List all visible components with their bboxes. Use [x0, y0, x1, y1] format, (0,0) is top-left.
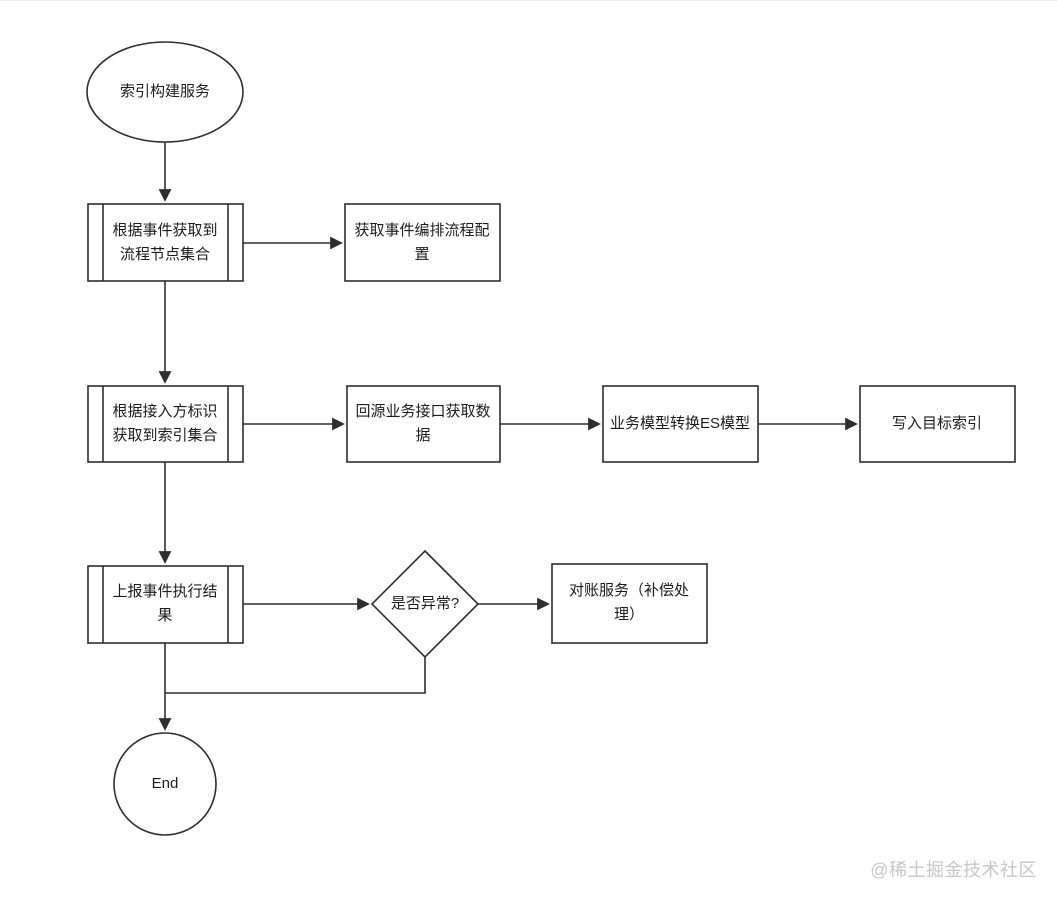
node-get-flow-nodes-shape [87, 203, 244, 282]
node-reconciliation-service-shape [551, 563, 708, 644]
node-reconciliation-service-label: 对账服务（补偿处理） [568, 582, 689, 623]
node-write-target-index-shape [859, 385, 1016, 463]
watermark-text: @稀土掘金技术社区 [870, 860, 1037, 880]
end-circle-shape [113, 732, 217, 836]
end-circle-label: End [151, 775, 179, 792]
decision-diamond-label: 是否异常? [390, 595, 460, 612]
node-get-orchestration-config-label: 获取事件编排流程配置 [354, 222, 490, 263]
start-ellipse-label: 索引构建服务 [119, 83, 210, 100]
node-convert-es-model-shape [602, 385, 759, 463]
edge-decision-to-end-elbow [165, 657, 426, 694]
node-convert-es-model-label: 业务模型转换ES模型 [609, 415, 750, 432]
node-report-exec-result-shape [87, 565, 244, 644]
node-fetch-source-data-shape [346, 385, 501, 463]
node-report-exec-result-label: 上报事件执行结果 [112, 583, 218, 624]
node-write-target-index-label: 写入目标索引 [891, 415, 982, 432]
node-get-flow-nodes-label: 根据事件获取到流程节点集合 [112, 222, 218, 263]
node-fetch-source-data-label: 回源业务接口获取数据 [355, 403, 491, 444]
node-get-index-set-label: 根据接入方标识获取到索引集合 [112, 403, 218, 444]
node-get-orchestration-config-shape [344, 203, 501, 282]
